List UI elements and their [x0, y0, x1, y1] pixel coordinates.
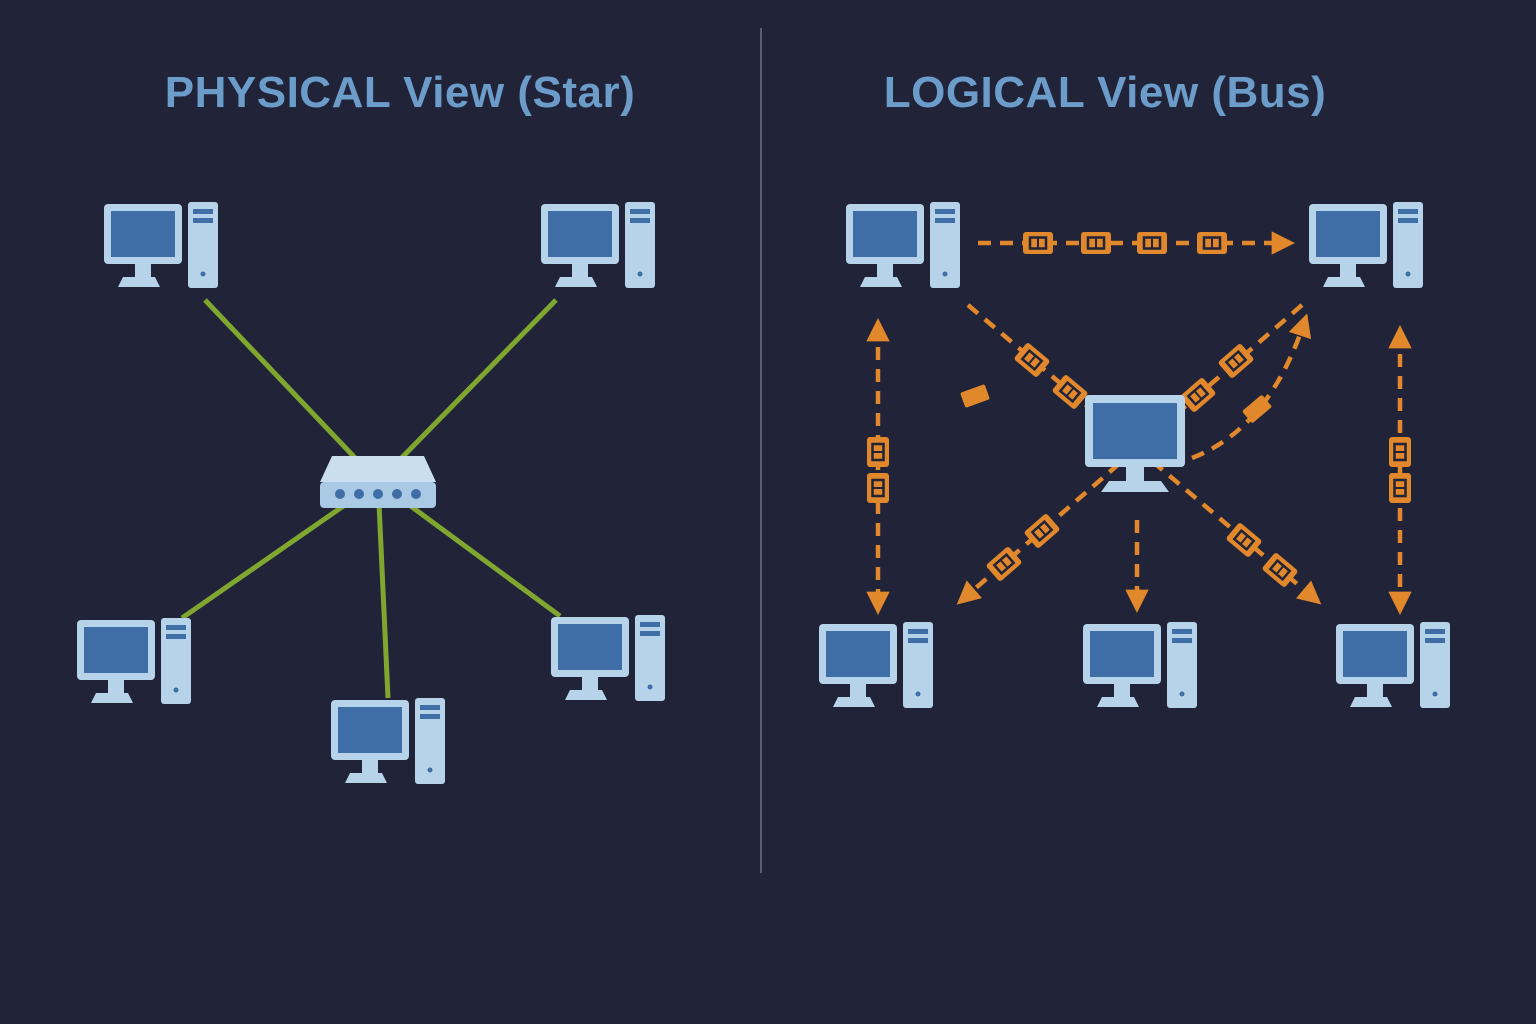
physical-star-layer — [77, 202, 665, 784]
packet-icon — [1135, 230, 1169, 256]
switch-hub — [320, 456, 436, 508]
packet-icon — [1387, 471, 1413, 505]
star-cable — [376, 298, 558, 484]
packet-icon — [1195, 230, 1229, 256]
chip-icon — [960, 384, 990, 408]
pc-bottom-left — [819, 622, 933, 708]
left-panel-title: PHYSICAL View (Star) — [164, 68, 636, 117]
pc-bottom-left — [77, 618, 191, 704]
bus-curve-center-tr — [1191, 313, 1312, 461]
packet-icon — [865, 471, 891, 505]
star-cable — [203, 298, 380, 484]
packet-icon — [1021, 230, 1055, 256]
pc-bottom-right — [551, 615, 665, 701]
pc-bottom-right — [1336, 622, 1450, 708]
pc-bottom-center — [331, 698, 445, 784]
right-panel-title: LOGICAL View (Bus) — [883, 68, 1327, 117]
packet-icon — [1079, 230, 1113, 256]
panel-divider — [760, 28, 762, 873]
packet-icon — [1387, 435, 1413, 469]
packet-icon — [865, 435, 891, 469]
pc-top-left — [846, 202, 960, 288]
pc-top-left — [104, 202, 218, 288]
logical-bus-layer — [819, 202, 1450, 708]
pc-top-right — [1309, 202, 1423, 288]
pc-bottom-center — [1083, 622, 1197, 708]
star-cable — [375, 481, 391, 699]
pc-top-right — [541, 202, 655, 288]
